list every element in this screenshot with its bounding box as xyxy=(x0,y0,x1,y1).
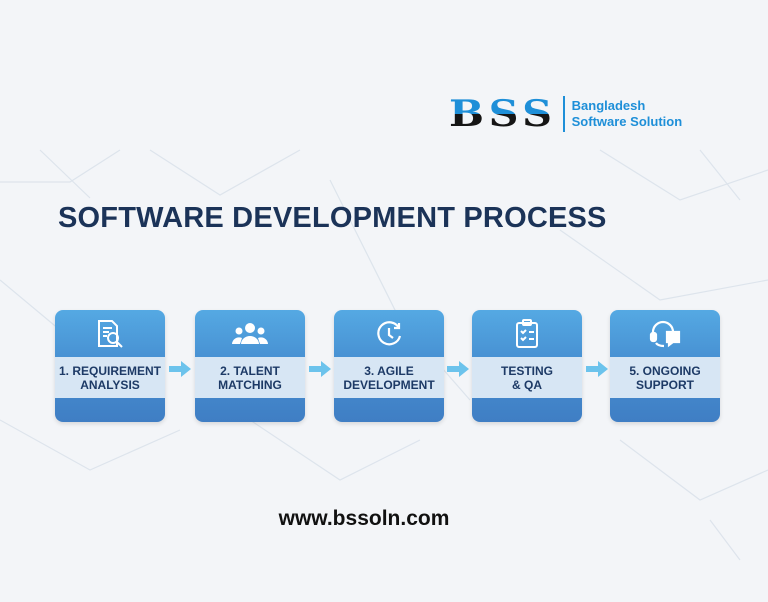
team-icon xyxy=(195,318,305,350)
logo-line2: Software Solution xyxy=(571,114,683,129)
step-label: & QA xyxy=(512,377,542,392)
step-label: 2. TALENT xyxy=(220,363,280,378)
clock-cycle-icon xyxy=(334,318,444,350)
website-url[interactable]: www.bssoln.com xyxy=(278,507,450,530)
logo-line1: Bangladesh xyxy=(571,98,646,113)
step-label: SUPPORT xyxy=(635,377,694,392)
logo-mark: BSS xyxy=(449,93,557,135)
arrow-right-icon xyxy=(309,361,331,377)
step-card-testing-qa: TESTING& QA xyxy=(472,310,582,422)
logo-divider xyxy=(562,96,565,132)
step-label: ANALYSIS xyxy=(80,377,140,392)
step-label: TESTING xyxy=(500,363,553,378)
arrow-right-icon xyxy=(169,361,191,377)
arrow-right-icon xyxy=(447,361,469,377)
clipboard-checklist-icon xyxy=(472,318,582,350)
document-search-icon xyxy=(55,318,165,350)
bss-logo: BSS Bangladesh Software Solution xyxy=(449,96,682,132)
step-label: 5. ONGOING xyxy=(629,363,701,378)
step-label: 3. AGILE xyxy=(364,363,414,378)
step-label: MATCHING xyxy=(218,377,282,392)
arrow-right-icon xyxy=(586,361,608,377)
page-title: SOFTWARE DEVELOPMENT PROCESS xyxy=(58,202,607,234)
step-label: DEVELOPMENT xyxy=(343,377,435,392)
headset-chat-icon xyxy=(610,318,720,350)
step-label: 1. REQUIREMENT xyxy=(58,363,161,378)
logo-text: Bangladesh Software Solution xyxy=(572,98,683,130)
